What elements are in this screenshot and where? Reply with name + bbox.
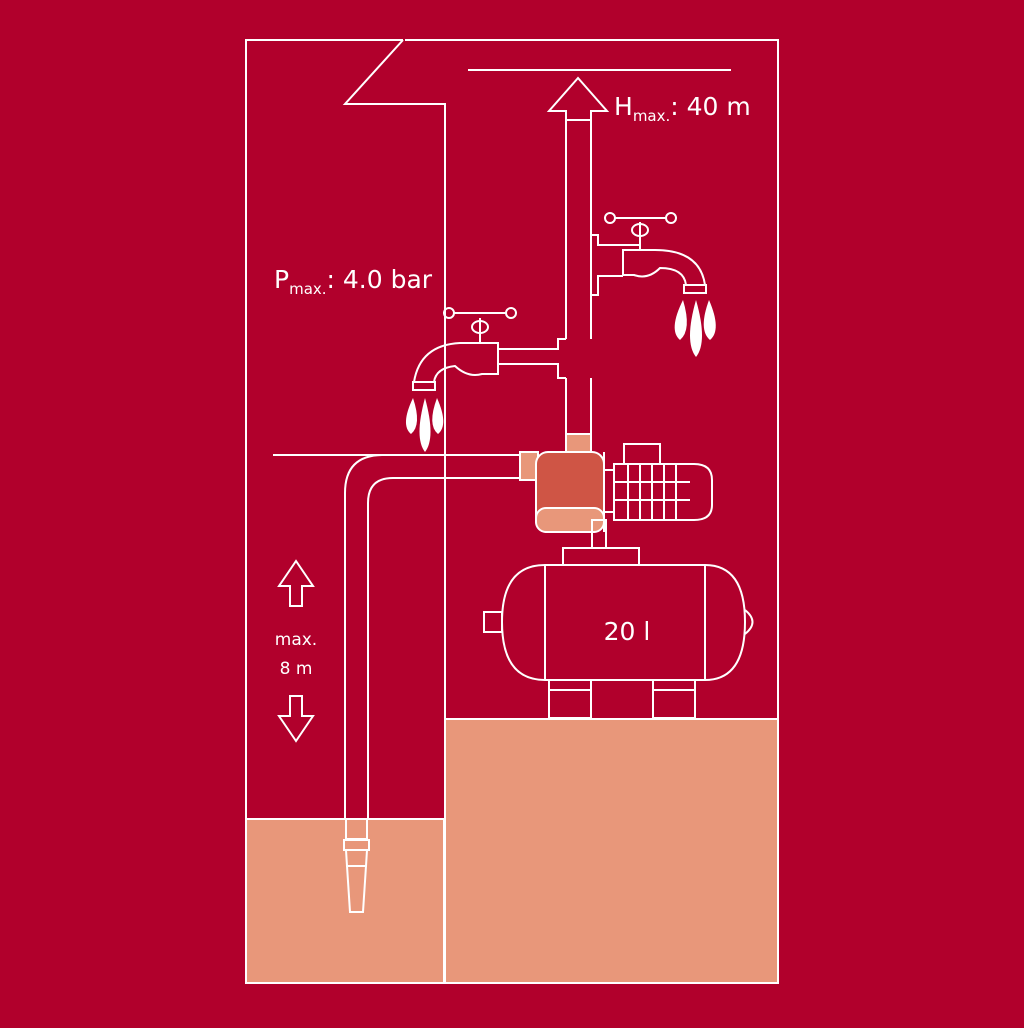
suction-strainer (343, 818, 370, 913)
suction-depth-label-line1: max. (275, 630, 317, 650)
pressure-label: Pmax.: 4.0 bar (274, 265, 433, 298)
suction-height-indicator (277, 559, 315, 743)
tank-volume-label: 20 l (604, 617, 651, 646)
arrow-down-icon (277, 695, 315, 743)
water-drops-icon (674, 300, 716, 357)
water-drops-icon (405, 398, 444, 452)
suction-depth-label-line2: 8 m (280, 659, 313, 679)
lower-faucet (412, 307, 566, 391)
floor-block (446, 719, 778, 983)
pump-icon (519, 433, 713, 549)
arrow-up-icon (277, 559, 315, 607)
max-height-label: Hmax.: 40 m (614, 92, 751, 125)
building-outline (245, 39, 779, 984)
arrow-up-icon (546, 76, 610, 121)
upper-faucet (591, 212, 707, 296)
pressure-tank-icon (483, 547, 754, 719)
riser-pipe (546, 76, 610, 434)
suction-pipe (344, 454, 520, 819)
